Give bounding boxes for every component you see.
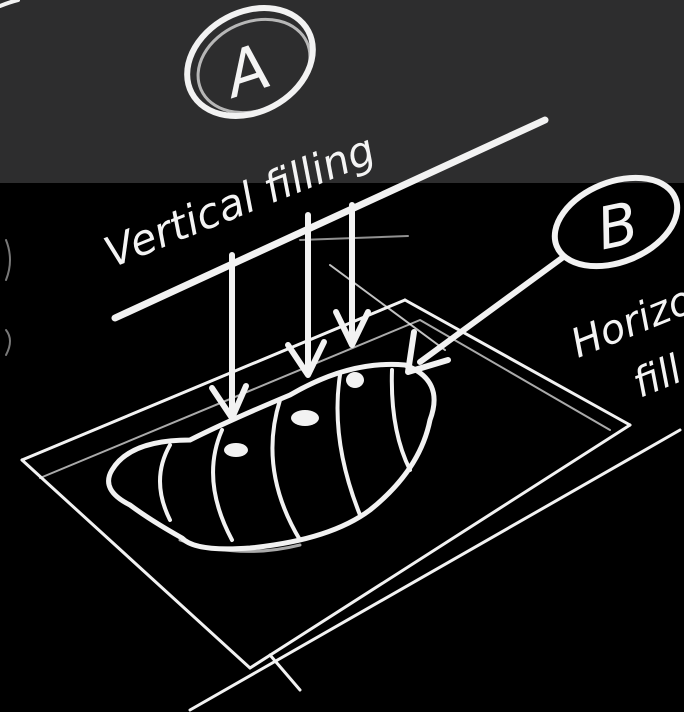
- croissant-seg-4: [338, 375, 361, 515]
- filling-dot-2: [291, 410, 319, 426]
- tray-edge-front: [250, 425, 630, 668]
- marker-b: B: [542, 161, 684, 283]
- vertical-filling-label: Vertical filling: [97, 124, 381, 277]
- croissant: [109, 364, 435, 551]
- marker-a: A: [168, 0, 331, 137]
- croissant-seg-1: [160, 445, 170, 520]
- marker-a-letter: A: [212, 29, 279, 113]
- marker-b-letter: B: [591, 189, 644, 264]
- tray-far-line: [190, 430, 680, 710]
- filling-dot-3: [346, 372, 364, 388]
- left-edge-mark-1: [6, 240, 10, 280]
- corner-stroke: [0, 0, 18, 6]
- filling-dot-1: [224, 443, 248, 457]
- horizontal-filling-label-line2: fill: [627, 347, 684, 408]
- tray-corner-tick: [270, 655, 300, 690]
- croissant-seg-5: [392, 370, 410, 470]
- left-edge-mark-2: [6, 330, 10, 355]
